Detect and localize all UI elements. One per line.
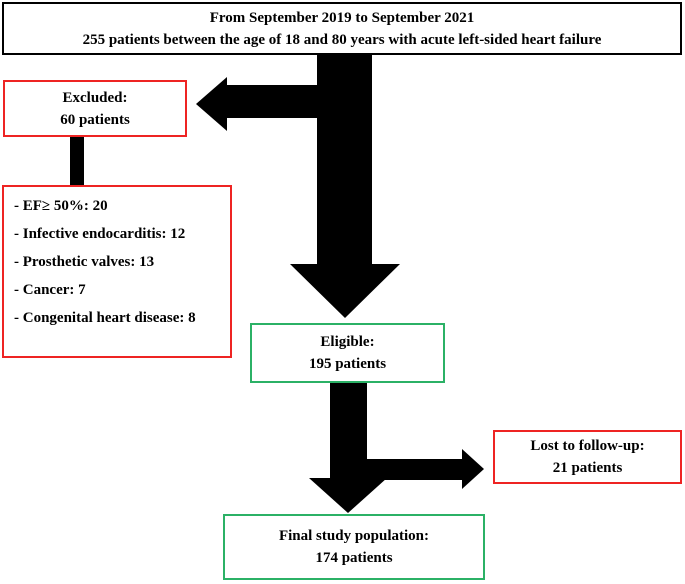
arrow-main-down-shaft [317, 55, 372, 264]
exclusion-reasons-list: - EF≥ 50%: 20 - Infective endocarditis: … [4, 187, 196, 332]
exclusion-reason-item: - Prosthetic valves: 13 [14, 254, 155, 270]
exclusion-reason-item: - Congenital heart disease: 8 [14, 310, 196, 326]
arrow-eligible-down-head-icon [309, 478, 387, 513]
arrow-eligible-down-shaft [330, 383, 367, 478]
excluded-label: Excluded: [62, 89, 128, 106]
lost-to-followup-count: 21 patients [552, 460, 623, 476]
enrollment-box: From September 2019 to September 2021 25… [2, 2, 682, 55]
lost-to-followup-label: Lost to follow-up: [530, 438, 645, 454]
connector-excluded-to-reasons [70, 137, 84, 185]
final-population-count: 174 patients [315, 550, 393, 566]
exclusion-reasons-box: - EF≥ 50%: 20 - Infective endocarditis: … [2, 185, 232, 358]
enrollment-population-text: 255 patients between the age of 18 and 8… [82, 31, 602, 48]
eligible-box: Eligible: 195 patients [250, 323, 445, 383]
arrow-main-down-head-icon [290, 264, 400, 318]
final-population-box: Final study population: 174 patients [223, 514, 485, 580]
excluded-count: 60 patients [60, 111, 130, 128]
enrollment-period-text: From September 2019 to September 2021 [209, 9, 475, 26]
lost-to-followup-box: Lost to follow-up: 21 patients [493, 430, 682, 484]
eligible-label: Eligible: [320, 334, 375, 350]
eligible-count: 195 patients [308, 356, 387, 372]
arrow-lost-right-shaft [367, 459, 462, 480]
exclusion-reason-item: - Infective endocarditis: 12 [14, 226, 186, 242]
exclusion-reason-item: - Cancer: 7 [14, 282, 86, 298]
arrow-excluded-left-head-icon [196, 77, 227, 131]
arrow-lost-right-head-icon [462, 449, 484, 489]
arrow-excluded-left-shaft [226, 85, 317, 118]
final-population-label: Final study population: [278, 528, 430, 544]
excluded-box: Excluded: 60 patients [3, 80, 187, 137]
exclusion-reason-item: - EF≥ 50%: 20 [14, 198, 108, 214]
